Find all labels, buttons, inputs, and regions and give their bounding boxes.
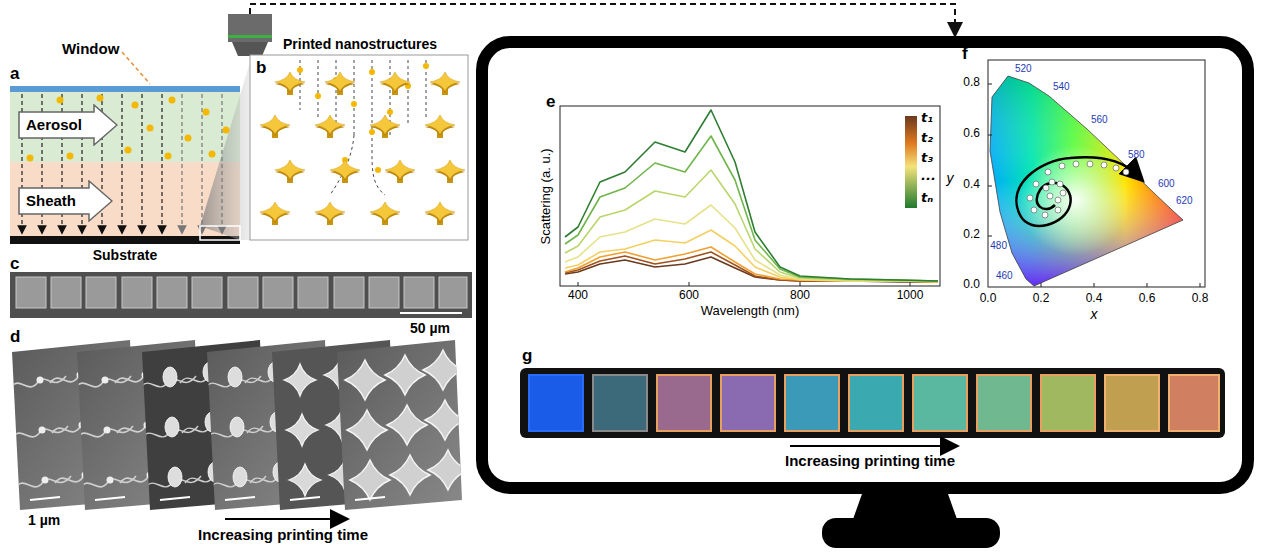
axis-title: x <box>1091 306 1098 322</box>
tick-label: 1000 <box>897 289 924 303</box>
tick-label: 0.4 <box>1086 292 1103 306</box>
tick-label: 0.0 <box>963 278 980 292</box>
arrow-label: Aerosol <box>26 116 82 133</box>
colorbar-label: tₙ <box>921 191 933 206</box>
panel-letter: d <box>10 327 20 347</box>
tick-label: 0.4 <box>963 178 980 192</box>
wavelength-label: 580 <box>1128 149 1145 161</box>
tick-label: 0.6 <box>1139 292 1156 306</box>
colorbar-label: t₃ <box>921 151 933 166</box>
wavelength-label: 520 <box>1015 63 1032 75</box>
wavelength-label: 600 <box>1158 178 1175 190</box>
panel-letter: a <box>10 64 19 84</box>
wavelength-label: 540 <box>1053 81 1070 93</box>
part-name: Window <box>62 40 119 57</box>
tick-label: 400 <box>568 289 588 303</box>
wavelength-label: 620 <box>1176 195 1193 207</box>
panel-letter: b <box>256 58 266 78</box>
tick-label: 0.6 <box>963 127 980 141</box>
axis-title: Wavelength (nm) <box>701 304 800 319</box>
part-name: Substrate <box>93 247 158 263</box>
tick-label: 600 <box>679 289 699 303</box>
panel-letter: e <box>546 92 555 112</box>
scale-label: 1 µm <box>28 512 60 528</box>
tick-label: 0.2 <box>963 228 980 242</box>
panel-letter: c <box>10 254 19 274</box>
arrow-label: Sheath <box>26 192 76 209</box>
wavelength-label: 460 <box>996 270 1013 282</box>
panel-letter: g <box>522 346 532 366</box>
axis-title: Scattering (a. u.) <box>539 148 554 244</box>
colorbar-label: t₂ <box>921 131 933 146</box>
wavelength-label: 560 <box>1091 114 1108 126</box>
tick-label: 800 <box>790 289 810 303</box>
flow-arrow: Aerosol <box>18 104 118 146</box>
arrow-note: Increasing printing time <box>198 526 368 543</box>
tick-label: 0.8 <box>1192 292 1209 306</box>
tick-label: 0.8 <box>963 76 980 90</box>
tick-label: 0.2 <box>1033 292 1050 306</box>
tick-label: 0.0 <box>980 292 997 306</box>
colorbar-label: t₁ <box>921 111 933 126</box>
panel-title: Printed nanostructures <box>283 36 437 52</box>
axis-title: y <box>947 170 954 186</box>
panel-letter: f <box>962 44 968 64</box>
scale-label: 50 µm <box>410 320 450 336</box>
colorbar-label: ... <box>921 169 936 184</box>
wavelength-label: 480 <box>990 240 1007 252</box>
arrow-note: Increasing printing time <box>785 452 955 469</box>
flow-arrow: Sheath <box>18 180 113 222</box>
